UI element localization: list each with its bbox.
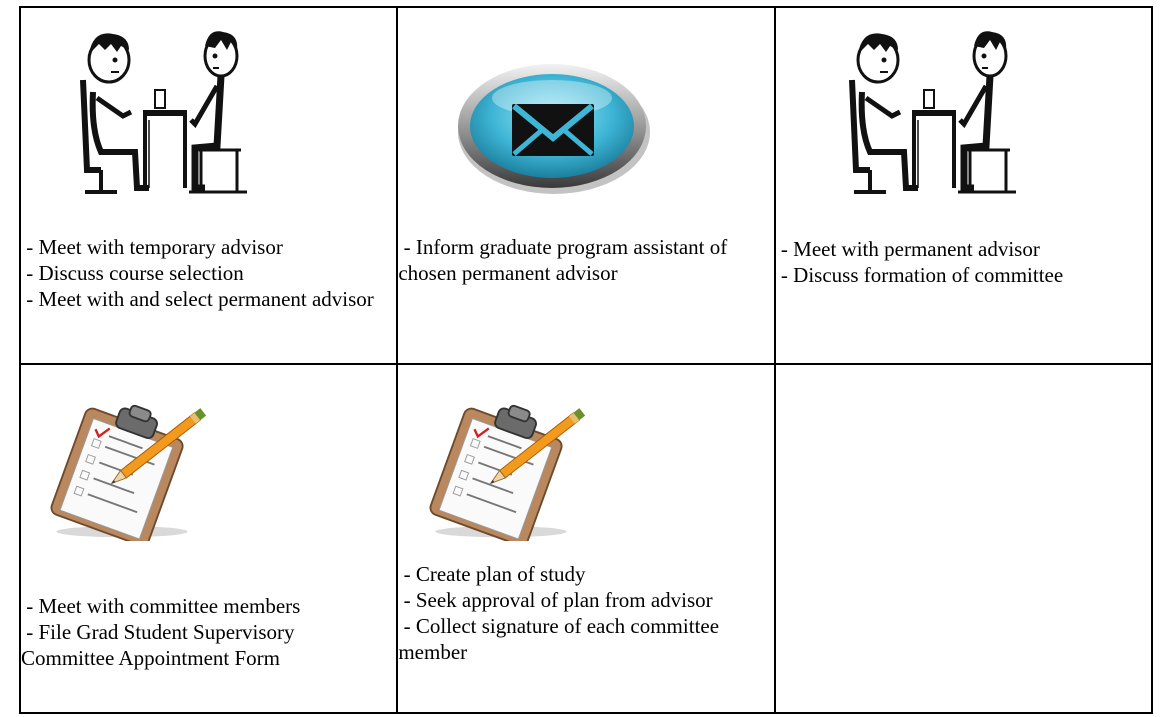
step-2-text: - Inform graduate program assistant of c… (398, 234, 743, 286)
step-3-text: - Meet with permanent advisor - Discuss … (776, 236, 1127, 288)
step-line: - Meet with committee members (21, 594, 301, 618)
meeting-people-icon (71, 20, 251, 200)
step-cell-1: - Meet with temporary advisor - Discuss … (18, 6, 399, 365)
step-line: - Discuss formation of committee (775, 263, 1064, 287)
step-line: - File Grad Student Supervisory Committe… (21, 620, 300, 670)
step-cell-4: - Meet with committee members - File Gra… (18, 363, 399, 714)
step-line: - Meet with permanent advisor (775, 237, 1040, 261)
step-line: - Inform graduate program assistant of c… (398, 235, 733, 285)
step-line: - Meet with temporary advisor (21, 235, 283, 259)
step-line: - Discuss course selection (21, 261, 244, 285)
step-line: - Meet with and select permanent advisor (21, 287, 374, 311)
step-5-text: - Create plan of study - Seek approval o… (398, 561, 733, 665)
step-line: - Create plan of study (398, 562, 586, 586)
process-table: - Meet with temporary advisor - Discuss … (18, 6, 1154, 714)
step-cell-2: - Inform graduate program assistant of c… (396, 6, 776, 365)
step-line: - Collect signature of each committee me… (398, 614, 725, 664)
meeting-people-icon (840, 20, 1020, 200)
step-4-text: - Meet with committee members - File Gra… (21, 593, 390, 671)
step-cell-5: - Create plan of study - Seek approval o… (396, 363, 776, 714)
empty-cell (773, 363, 1154, 714)
email-envelope-icon (454, 58, 654, 198)
step-cell-3: - Meet with permanent advisor - Discuss … (773, 6, 1154, 365)
step-line: - Seek approval of plan from advisor (398, 588, 713, 612)
clipboard-checklist-icon (406, 391, 596, 541)
clipboard-checklist-icon (27, 391, 217, 541)
step-1-text: - Meet with temporary advisor - Discuss … (21, 234, 390, 312)
